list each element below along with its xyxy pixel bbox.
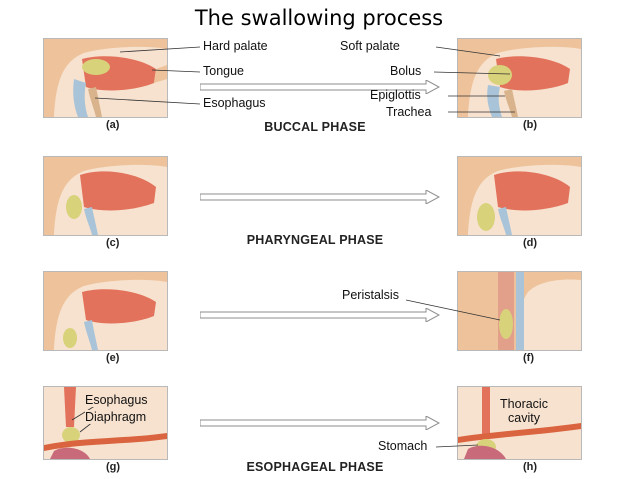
callout-esophagus-buccal: Esophagus [203, 96, 266, 110]
panel-b-head-section [457, 38, 582, 118]
arrow-right-icon [200, 80, 440, 94]
panel-label-g: (g) [106, 461, 121, 473]
callout-soft-palate: Soft palate [340, 39, 400, 53]
panel-label-a: (a) [106, 119, 120, 131]
arrow-right-icon [200, 308, 440, 322]
panel-e-head-section [43, 271, 168, 351]
callout-epiglottis: Epiglottis [370, 88, 421, 102]
page-title: The swallowing process [194, 6, 444, 30]
phase-label-esophageal: ESOPHAGEAL PHASE [246, 460, 384, 474]
panel-d-head-section [457, 156, 582, 236]
callout-hard-palate: Hard palate [203, 39, 268, 53]
phase-label-pharyngeal: PHARYNGEAL PHASE [246, 233, 384, 247]
callout-tongue: Tongue [203, 64, 245, 78]
callout-bolus: Bolus [390, 64, 422, 78]
panel-c-head-section [43, 156, 168, 236]
arrow-right-icon [200, 416, 440, 430]
callout-stomach: Stomach [378, 439, 428, 453]
panel-label-f: (f) [523, 352, 534, 364]
callout-trachea: Trachea [386, 105, 432, 119]
arrow-right-icon [200, 190, 440, 204]
panel-label-h: (h) [523, 461, 538, 473]
callout-peristalsis: Peristalsis [342, 288, 399, 302]
panel-h-stomach-section [457, 386, 582, 460]
callout-diaphragm: Diaphragm [85, 410, 147, 424]
panel-f-neck-section [457, 271, 582, 351]
panel-label-d: (d) [523, 237, 538, 249]
callout-esophagus-esophageal: Esophagus [85, 393, 148, 407]
phase-label-buccal: BUCCAL PHASE [264, 120, 366, 134]
panel-label-e: (e) [106, 352, 120, 364]
panel-label-c: (c) [106, 237, 120, 249]
callout-thoracic-cavity: Thoracic cavity [500, 397, 548, 425]
panel-a-head-section [43, 38, 168, 118]
panel-label-b: (b) [523, 119, 538, 131]
